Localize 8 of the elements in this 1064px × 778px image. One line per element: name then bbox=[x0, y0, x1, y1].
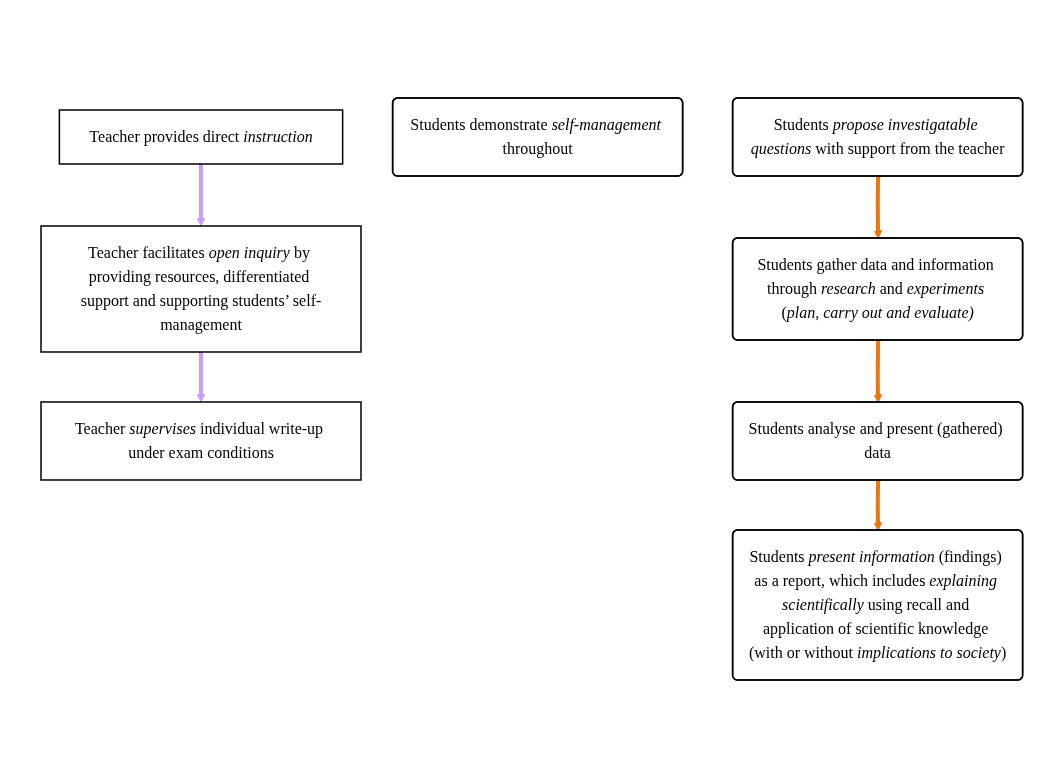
node-box: Teacher supervises individual write-up under exam conditions bbox=[40, 401, 362, 481]
node-box: Teacher facilitates open inquiry by providing resources, differentiated support and supporting students’ self-management bbox=[40, 225, 362, 353]
node-box: Teacher provides direct instruction bbox=[58, 109, 344, 165]
arrow bbox=[873, 480, 883, 531]
arrow bbox=[196, 352, 206, 403]
arrow bbox=[196, 164, 206, 227]
arrow bbox=[873, 340, 883, 403]
arrow bbox=[873, 176, 883, 239]
